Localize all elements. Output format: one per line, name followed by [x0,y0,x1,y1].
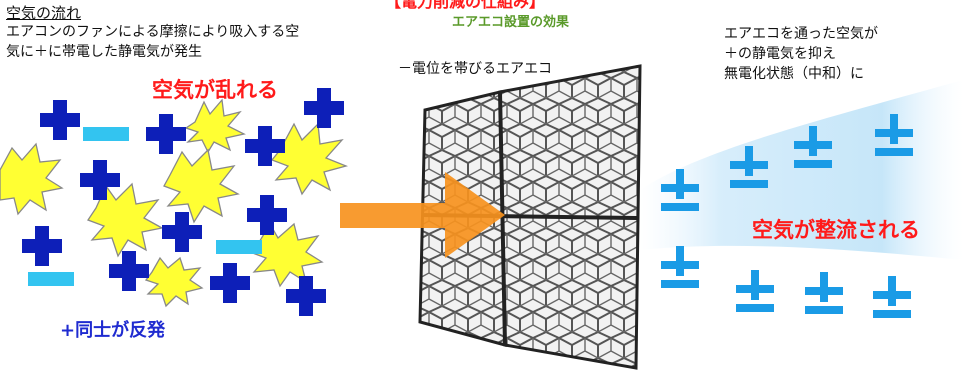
plus-minus-charge [661,246,699,288]
spark-icon [163,148,240,224]
spark-icon [248,222,324,288]
plus-charge [146,114,186,154]
plus-charge [80,160,120,200]
plus-minus-charge [736,270,774,312]
plus-charge [210,263,250,303]
air-flow-description: エアコンのファンによる摩擦により吸入する空 気に＋に帯電した静電気が発生 [6,24,300,60]
plus-minus-charge [805,272,843,314]
turbulence-label: 空気が乱れる [152,78,278,102]
plus-charge [162,212,202,252]
spark-icon [87,182,164,258]
plus-minus-charge [794,126,832,168]
air-flow-band [640,80,963,260]
spark-icon [144,256,204,308]
plus-charges [22,88,344,316]
flow-arrow [340,172,505,258]
plus-minus-charge [873,276,911,318]
spark-icon [184,98,246,154]
neutralized-description: エアエコを通った空気が ＋の静電気を抑え 無電化状態（中和）に [724,26,878,82]
static-sparks [0,98,349,308]
spark-icon [270,122,349,196]
plus-charge [304,88,344,128]
plus-charge [286,276,326,316]
effect-subheader: エアエコ設置の効果 [452,15,570,30]
mechanism-header: 【電力削減の仕組み】 [385,0,546,11]
plus-minus-charge [875,114,913,156]
filter-label: －電位を帯びるエアエコ [398,61,552,77]
minus-charges [28,127,262,286]
air-flow-title: 空気の流れ [6,4,82,22]
minus-charge [28,272,74,286]
minus-charge [83,127,129,141]
minus-charge [216,240,262,254]
repel-label: +同士が反発 [60,320,166,341]
plus-charge [247,195,287,235]
plus-charge [22,226,62,266]
plus-charge [245,126,285,166]
rectified-label: 空気が整流される [752,218,920,242]
spark-icon [0,142,64,216]
neutral-charges [661,114,913,318]
plus-minus-charge [730,146,768,188]
plus-charge [40,100,80,140]
plus-charge [109,251,149,291]
plus-minus-charge [661,169,699,211]
